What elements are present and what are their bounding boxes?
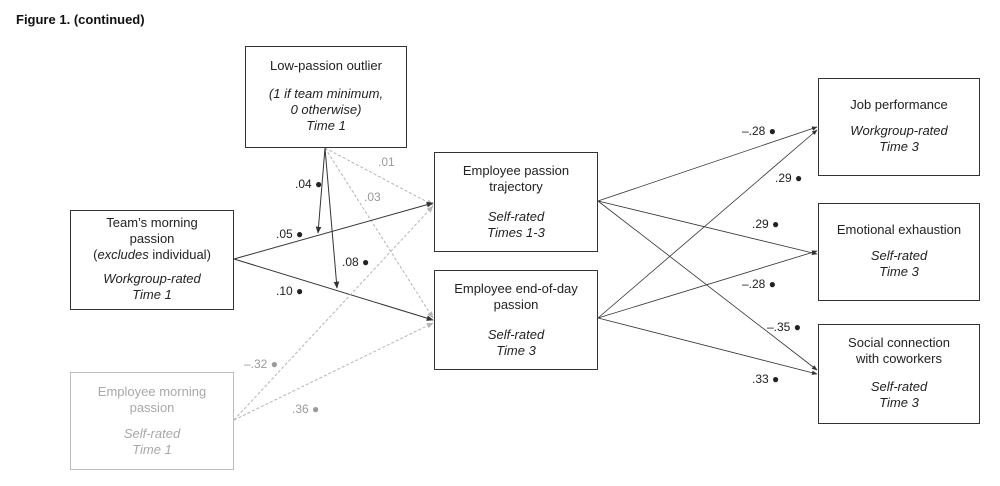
node-rater: Self-rated bbox=[123, 426, 181, 441]
node-low-passion-outlier: Low-passion outlier (1 if team minimum, … bbox=[245, 46, 407, 148]
coef-outlier-to-endofday: .03 bbox=[364, 190, 381, 204]
node-team-morning-passion: Team’s morning passion (excludes individ… bbox=[70, 210, 234, 310]
coef-endofday-to-performance: .29 ● bbox=[775, 171, 803, 185]
node-emotional-exhaustion: Emotional exhaustion Self-rated Time 3 bbox=[818, 203, 980, 301]
node-line1: Employee morning bbox=[97, 384, 207, 399]
node-time: Time 3 bbox=[496, 343, 536, 358]
arrow-endofday-to-performance bbox=[597, 129, 818, 319]
arrow-trajectory-to-performance bbox=[597, 126, 818, 202]
node-line1: Social connection bbox=[848, 335, 950, 350]
node-line1: Employee end-of-day bbox=[454, 281, 578, 296]
node-social-connection: Social connection with coworkers Self-ra… bbox=[818, 324, 980, 424]
node-rater: Self-rated bbox=[487, 327, 545, 342]
node-line2: trajectory bbox=[489, 179, 543, 194]
node-line3: (excludes individual) bbox=[93, 247, 211, 262]
coef-outlier-moderates-trajectory: .04 ● bbox=[295, 177, 323, 191]
node-time: Time 1 bbox=[132, 442, 172, 457]
node-note-line1: (1 if team minimum, bbox=[268, 86, 384, 101]
coef-outlier-to-trajectory: .01 bbox=[378, 155, 395, 169]
node-line1: Employee passion bbox=[462, 163, 570, 178]
arrow-outlier-moderates-trajectory bbox=[315, 147, 326, 234]
node-line2: with coworkers bbox=[856, 351, 942, 366]
node-employee-passion-trajectory: Employee passion trajectory Self-rated T… bbox=[434, 152, 598, 252]
node-line2: passion bbox=[493, 297, 539, 312]
node-rater: Self-rated bbox=[487, 209, 545, 224]
node-time: Time 3 bbox=[879, 264, 919, 279]
arrow-outlier-to-trajectory bbox=[324, 147, 434, 206]
node-rater: Self-rated bbox=[870, 379, 928, 394]
node-line3-emphasis: excludes bbox=[97, 247, 149, 262]
node-job-performance: Job performance Workgroup-rated Time 3 bbox=[818, 78, 980, 176]
coef-trajectory-to-exhaustion: .29 ● bbox=[752, 217, 780, 231]
node-note-line2: 0 otherwise) bbox=[290, 102, 362, 117]
figure-title: Figure 1. (continued) bbox=[16, 12, 145, 27]
node-employee-morning-passion: Employee morning passion Self-rated Time… bbox=[70, 372, 234, 470]
arrow-endofday-to-social bbox=[597, 317, 818, 375]
coef-morning-to-trajectory: –.32 ● bbox=[244, 357, 278, 371]
coef-morning-to-endofday: .36 ● bbox=[292, 402, 320, 416]
arrow-endofday-to-exhaustion bbox=[597, 250, 818, 319]
coef-endofday-to-social: .33 ● bbox=[752, 372, 780, 386]
node-time: Time 1 bbox=[306, 118, 346, 133]
figure-label: Figure 1. bbox=[16, 12, 71, 27]
node-title: Emotional exhaustion bbox=[836, 222, 962, 237]
node-time: Time 3 bbox=[879, 139, 919, 154]
node-title: Job performance bbox=[850, 97, 948, 112]
node-rater: Workgroup-rated bbox=[103, 271, 201, 286]
arrow-team-to-endofday bbox=[233, 258, 434, 321]
node-title: Low-passion outlier bbox=[269, 58, 382, 73]
node-time: Time 3 bbox=[879, 395, 919, 410]
coef-trajectory-to-performance: –.28 ● bbox=[742, 124, 776, 138]
node-line2: passion bbox=[129, 231, 175, 246]
node-line2: passion bbox=[129, 400, 175, 415]
arrow-outlier-to-endofday bbox=[324, 147, 434, 319]
arrow-trajectory-to-social bbox=[597, 200, 818, 371]
coef-team-to-trajectory: .05 ● bbox=[276, 227, 304, 241]
arrow-outlier-moderates-endofday bbox=[324, 147, 340, 289]
arrow-trajectory-to-exhaustion bbox=[597, 200, 818, 255]
arrow-morning-to-endofday bbox=[233, 322, 434, 421]
node-employee-end-of-day-passion: Employee end-of-day passion Self-rated T… bbox=[434, 270, 598, 370]
arrow-team-to-trajectory bbox=[233, 202, 434, 260]
figure-suffix: (continued) bbox=[73, 12, 145, 27]
coef-team-to-endofday: .10 ● bbox=[276, 284, 304, 298]
coef-outlier-moderates-endofday: .08 ● bbox=[342, 255, 370, 269]
node-line1: Team’s morning bbox=[106, 215, 198, 230]
node-rater: Workgroup-rated bbox=[850, 123, 948, 138]
node-rater: Self-rated bbox=[870, 248, 928, 263]
arrow-morning-to-trajectory bbox=[233, 205, 434, 421]
node-time: Time 1 bbox=[132, 287, 172, 302]
coef-endofday-to-exhaustion: –.28 ● bbox=[742, 277, 776, 291]
coef-trajectory-to-social: –.35 ● bbox=[767, 320, 801, 334]
node-time: Times 1-3 bbox=[487, 225, 545, 240]
